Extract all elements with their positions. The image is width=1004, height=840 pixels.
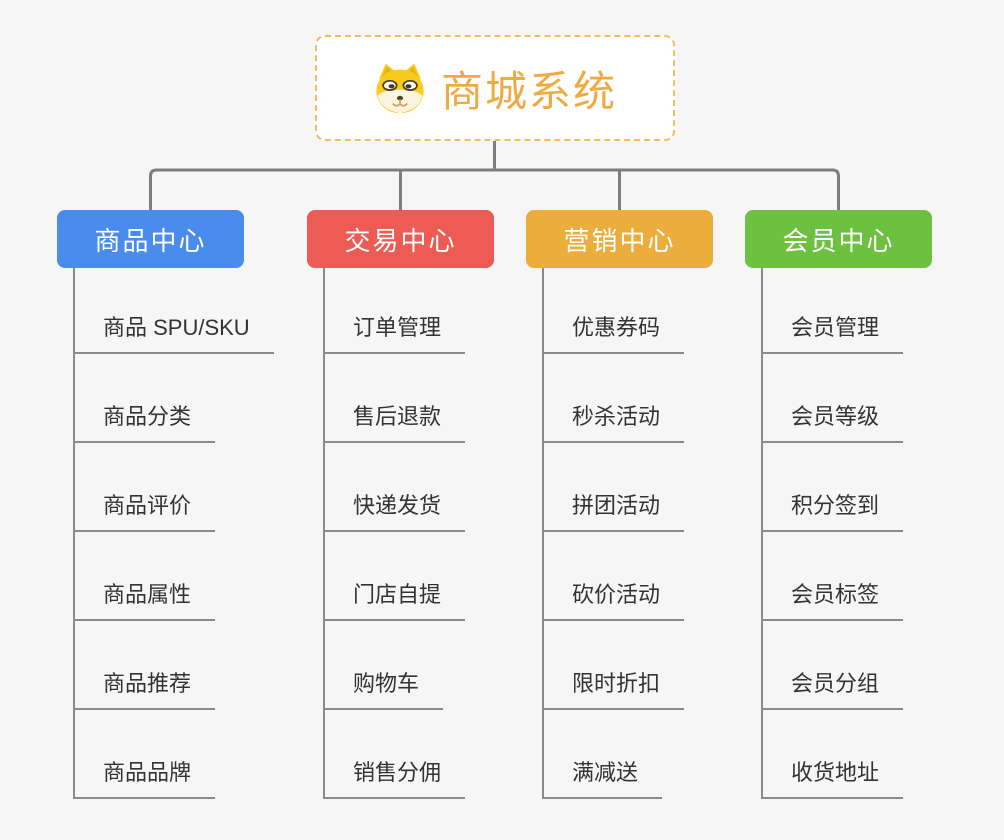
- leaf-item[interactable]: 满减送: [526, 710, 713, 799]
- leaf-item[interactable]: 会员标签: [745, 532, 932, 621]
- leaf-label: 拼团活动: [542, 488, 685, 532]
- root-title: 商城系统: [440, 67, 617, 115]
- branch-node[interactable]: 会员中心: [745, 210, 932, 268]
- leaf-item[interactable]: 商品评价: [57, 443, 244, 532]
- leaf-label: 订单管理: [323, 310, 466, 354]
- leaf-label: 限时折扣: [542, 666, 685, 710]
- shiba-dog-icon: [376, 63, 424, 114]
- leaf-item[interactable]: 销售分佣: [307, 710, 494, 799]
- leaf-label: 积分签到: [761, 488, 904, 532]
- branch-column-1: 商品中心 商品 SPU/SKU 商品分类商品评价商品属性商品推荐商品品牌: [57, 210, 274, 799]
- leaf-label: 售后退款: [323, 399, 466, 443]
- leaf-list: 商品 SPU/SKU 商品分类商品评价商品属性商品推荐商品品牌: [57, 268, 274, 799]
- branch-column-2: 交易中心 订单管理售后退款快递发货门店自提购物车销售分佣: [307, 210, 494, 799]
- branch-node[interactable]: 交易中心: [307, 210, 494, 268]
- leaf-item[interactable]: 会员等级: [745, 354, 932, 443]
- branch-label: 商品中心: [94, 225, 207, 256]
- leaf-list: 优惠券码秒杀活动拼团活动砍价活动限时折扣满减送: [526, 268, 713, 799]
- leaf-list: 订单管理售后退款快递发货门店自提购物车销售分佣: [307, 268, 494, 799]
- leaf-item[interactable]: 优惠券码: [526, 268, 713, 354]
- leaf-item[interactable]: 拼团活动: [526, 443, 713, 532]
- leaf-item[interactable]: 商品 SPU/SKU: [57, 268, 274, 354]
- leaf-item[interactable]: 商品品牌: [57, 710, 244, 799]
- branch-node[interactable]: 商品中心: [57, 210, 244, 268]
- leaf-list: 会员管理会员等级积分签到会员标签会员分组收货地址: [745, 268, 932, 799]
- leaf-label: 商品分类: [73, 399, 216, 443]
- leaf-item[interactable]: 收货地址: [745, 710, 932, 799]
- leaf-item[interactable]: 购物车: [307, 621, 494, 710]
- leaf-label: 满减送: [542, 755, 663, 799]
- branch-column-4: 会员中心 会员管理会员等级积分签到会员标签会员分组收货地址: [745, 210, 932, 799]
- leaf-label: 商品推荐: [73, 666, 216, 710]
- leaf-label: 会员管理: [761, 310, 904, 354]
- leaf-label: 会员分组: [761, 666, 904, 710]
- leaf-label: 购物车: [323, 666, 444, 710]
- leaf-item[interactable]: 门店自提: [307, 532, 494, 621]
- leaf-label: 砍价活动: [542, 577, 685, 621]
- branch-label: 会员中心: [782, 225, 895, 256]
- leaf-item[interactable]: 会员分组: [745, 621, 932, 710]
- leaf-label: 商品属性: [73, 577, 216, 621]
- branch-column-3: 营销中心 优惠券码秒杀活动拼团活动砍价活动限时折扣满减送: [526, 210, 713, 799]
- leaf-item[interactable]: 订单管理: [307, 268, 494, 354]
- leaf-label: 优惠券码: [542, 310, 685, 354]
- branch-node[interactable]: 营销中心: [526, 210, 713, 268]
- leaf-item[interactable]: 限时折扣: [526, 621, 713, 710]
- leaf-item[interactable]: 快递发货: [307, 443, 494, 532]
- leaf-label: 快递发货: [323, 488, 466, 532]
- leaf-label: 商品 SPU/SKU: [73, 310, 274, 354]
- leaf-item[interactable]: 砍价活动: [526, 532, 713, 621]
- branch-label: 交易中心: [344, 225, 457, 256]
- leaf-label: 收货地址: [761, 755, 904, 799]
- leaf-label: 商品评价: [73, 488, 216, 532]
- leaf-label: 会员等级: [761, 399, 904, 443]
- leaf-item[interactable]: 商品推荐: [57, 621, 244, 710]
- root-node[interactable]: 商城系统: [315, 35, 675, 141]
- leaf-item[interactable]: 售后退款: [307, 354, 494, 443]
- leaf-item[interactable]: 商品分类: [57, 354, 244, 443]
- leaf-label: 会员标签: [761, 577, 904, 621]
- leaf-label: 销售分佣: [323, 755, 466, 799]
- branch-label: 营销中心: [563, 225, 676, 256]
- leaf-item[interactable]: 商品属性: [57, 532, 244, 621]
- leaf-item[interactable]: 会员管理: [745, 268, 932, 354]
- leaf-label: 商品品牌: [73, 755, 216, 799]
- leaf-label: 门店自提: [323, 577, 466, 621]
- leaf-item[interactable]: 积分签到: [745, 443, 932, 532]
- leaf-item[interactable]: 秒杀活动: [526, 354, 713, 443]
- leaf-label: 秒杀活动: [542, 399, 685, 443]
